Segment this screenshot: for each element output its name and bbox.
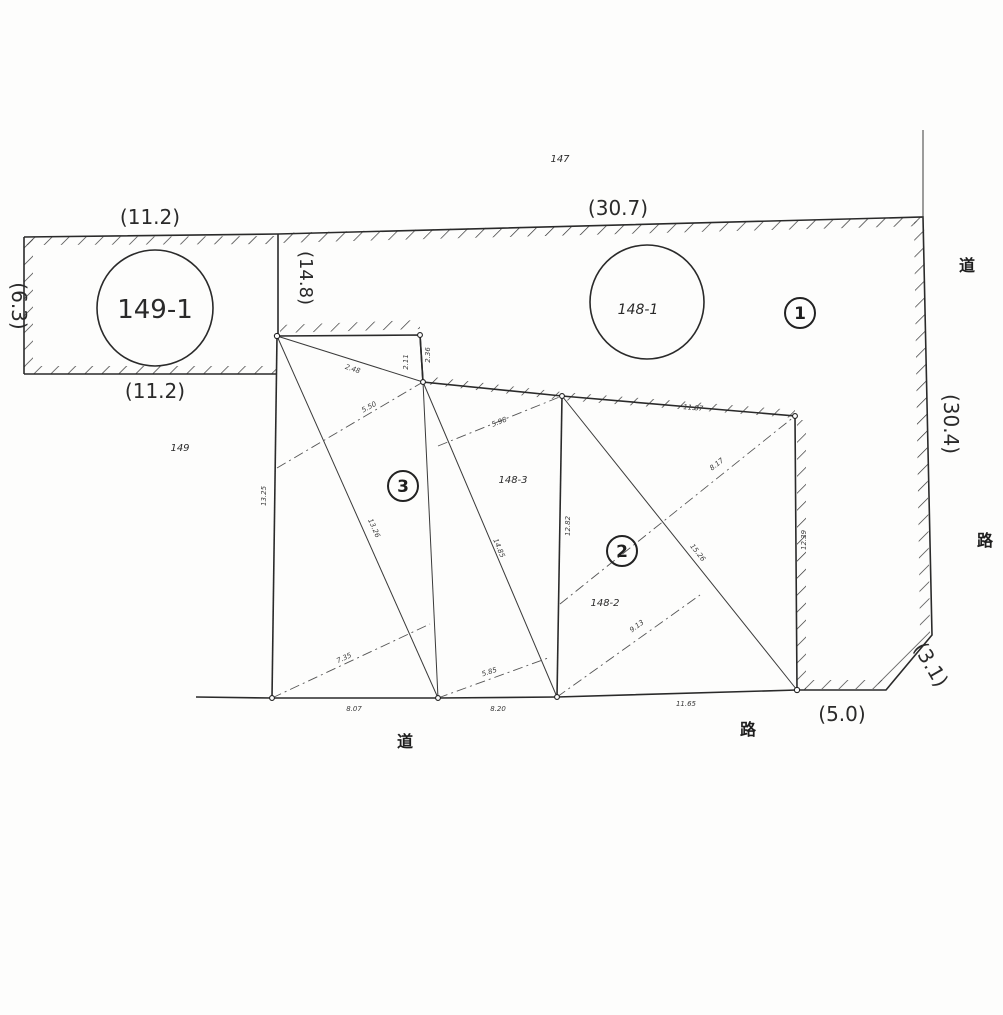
dim-top-left: (11.2) <box>120 205 180 229</box>
parcel-circle-149-1 <box>96 249 214 367</box>
road-label-right-mid: 路 <box>977 531 994 550</box>
boundary-hatching <box>24 217 930 690</box>
outer-boundary-lines <box>23 130 933 699</box>
measure-15-26: 15.26 <box>688 542 707 563</box>
measure-13-25: 13.25 <box>260 485 268 506</box>
measure-11-87: 11.87 <box>683 403 704 413</box>
parcel-circle-148-1 <box>589 244 705 360</box>
measure-8-17: 8.17 <box>708 456 726 472</box>
road-label-right-top: 道 <box>959 256 975 275</box>
measure-11-65: 11.65 <box>676 700 697 708</box>
parcel-148-2: 148-2 <box>590 598 619 609</box>
measure-9-13: 9.13 <box>628 619 645 635</box>
marker-1-label: 1 <box>794 304 806 324</box>
measure-5-98: 5.98 <box>491 415 509 428</box>
marker-2-label: 2 <box>616 542 628 562</box>
dim-corner-cut: (3.1) <box>909 638 953 691</box>
marker-1: 1 <box>784 297 816 329</box>
road-label-bottom-right: 路 <box>740 720 757 739</box>
measure-2-36: 2.36 <box>424 347 432 363</box>
dim-inner-left: (14.8) <box>295 251 316 305</box>
parcel-lines <box>276 334 798 699</box>
dim-bottom-left: (11.2) <box>125 379 185 403</box>
measure-2-11: 2.11 <box>402 354 410 370</box>
measure-7-35: 7.35 <box>335 651 353 665</box>
measure-5-85: 5.85 <box>481 666 499 679</box>
survey-points <box>269 332 801 701</box>
measure-12-82: 12.82 <box>564 515 572 536</box>
parcel-149-1: 149-1 <box>117 295 193 325</box>
parcel-147: 147 <box>550 154 570 165</box>
measure-5-50: 5.50 <box>360 400 378 415</box>
dim-right-side: (30.4) <box>939 394 963 454</box>
parcel-149: 149 <box>170 443 189 454</box>
measure-8-07: 8.07 <box>346 705 362 713</box>
marker-2: 2 <box>606 535 638 567</box>
measure-12-39: 12.39 <box>800 529 808 550</box>
marker-3: 3 <box>387 470 419 502</box>
measure-2-48: 2.48 <box>344 363 362 376</box>
road-label-bottom-left: 道 <box>397 732 413 751</box>
dim-corner-bottom: (5.0) <box>818 702 865 726</box>
parcel-148-3: 148-3 <box>498 475 527 486</box>
measure-13-26: 13.26 <box>366 517 382 539</box>
parcel-148-1: 148-1 <box>618 302 659 318</box>
construction-lines <box>271 381 796 699</box>
dim-left-side: (6.3) <box>7 282 31 329</box>
measure-8-20: 8.20 <box>490 705 506 713</box>
marker-3-label: 3 <box>397 477 409 497</box>
dim-top-main: (30.7) <box>588 196 648 220</box>
